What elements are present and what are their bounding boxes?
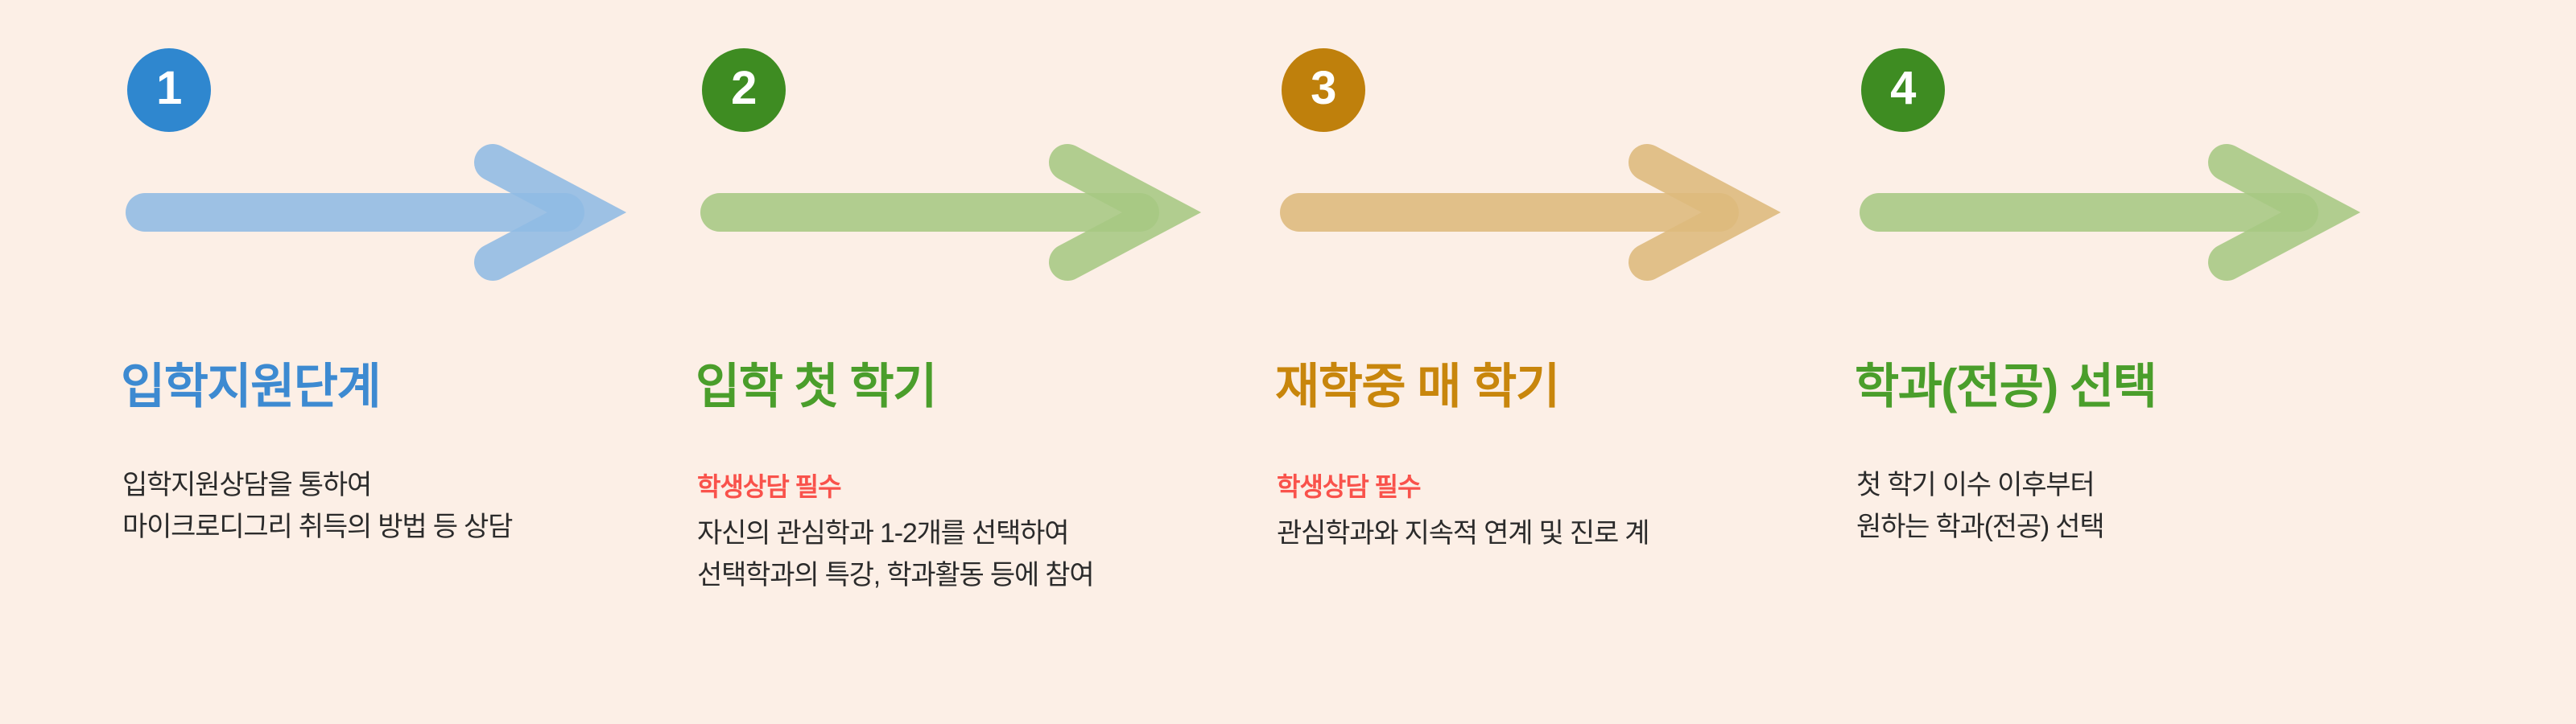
step-badge-number-2: 2 <box>731 62 757 114</box>
arrow-right-icon <box>1860 144 2361 281</box>
process-step-1: 1 입학지원단계 입학지원상담을 통하여 마이크로디그리 취득의 방법 등 상담 <box>101 0 673 724</box>
step-body-4: 첫 학기 이수 이후부터 원하는 학과(전공) 선택 <box>1856 470 2105 542</box>
step-body-1: 입학지원상담을 통하여 마이크로디그리 취득의 방법 등 상담 <box>122 470 513 542</box>
step-body-2: 자신의 관심학과 1-2개를 선택하여 선택학과의 특강, 학과활동 등에 참여 <box>697 518 1095 590</box>
step-badge-3: 3 <box>1282 48 1365 132</box>
step-arrow-4 <box>1835 144 2407 290</box>
arrow-right-icon <box>700 144 1202 281</box>
step-arrow-3 <box>1256 144 1827 290</box>
step-badge-number-1: 1 <box>156 62 182 114</box>
step-title-2: 입학 첫 학기 <box>696 360 937 413</box>
process-step-2: 2 입학 첫 학기 학생상담 필수 자신의 관심학과 1-2개를 선택하여 선택… <box>676 0 1248 724</box>
step-badge-4: 4 <box>1861 48 1945 132</box>
step-arrow-2 <box>676 144 1248 290</box>
process-step-4: 4 학과(전공) 선택 첫 학기 이수 이후부터 원하는 학과(전공) 선택 <box>1835 0 2407 724</box>
arrow-right-icon <box>126 144 627 281</box>
step-note-2: 학생상담 필수 <box>697 472 842 501</box>
step-badge-number-3: 3 <box>1311 62 1336 114</box>
step-title-1: 입학지원단계 <box>121 360 382 413</box>
process-step-3: 3 재학중 매 학기 학생상담 필수 관심학과와 지속적 연계 및 진로 계 <box>1256 0 1827 724</box>
step-note-3: 학생상담 필수 <box>1277 472 1422 501</box>
step-badge-2: 2 <box>702 48 786 132</box>
step-badge-1: 1 <box>127 48 211 132</box>
step-arrow-1 <box>101 144 673 290</box>
arrow-right-icon <box>1280 144 1781 281</box>
step-body-3: 관심학과와 지속적 연계 및 진로 계 <box>1277 518 1650 549</box>
step-title-3: 재학중 매 학기 <box>1275 360 1560 413</box>
step-badge-number-4: 4 <box>1890 62 1916 114</box>
step-title-4: 학과(전공) 선택 <box>1855 360 2157 413</box>
